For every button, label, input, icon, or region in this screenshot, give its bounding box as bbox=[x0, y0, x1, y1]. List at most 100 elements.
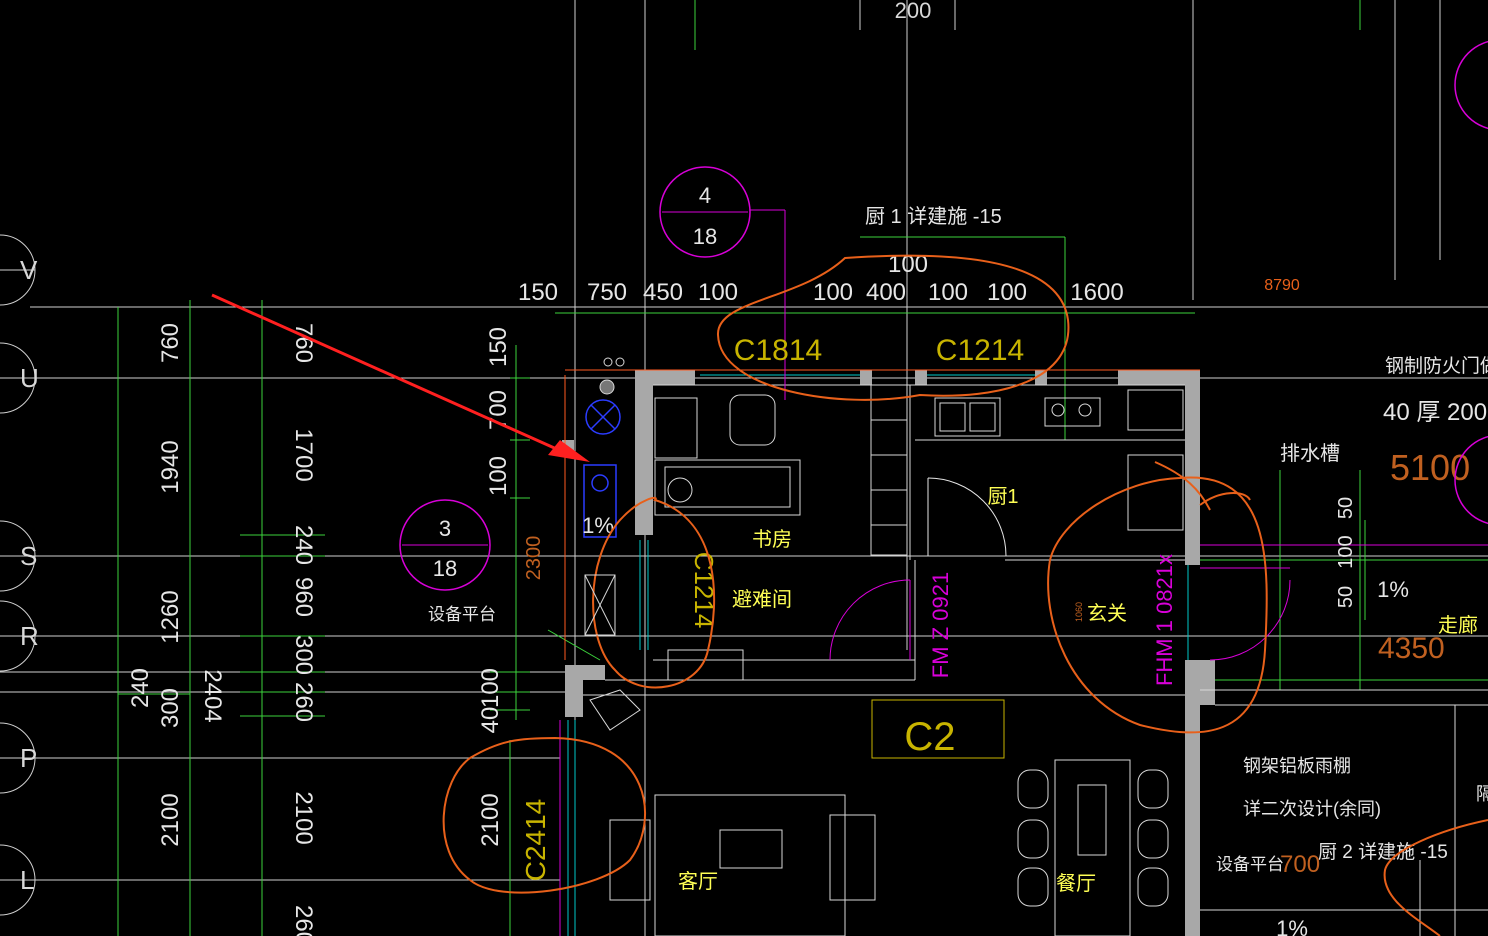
dim-750: 750 bbox=[587, 279, 627, 306]
top-dimension-texts: 150 750 450 100 100 400 100 100 1600 100 bbox=[518, 251, 1124, 306]
ldim-1940: 1940 bbox=[157, 440, 184, 493]
bdim-260b: 260 bbox=[290, 905, 317, 936]
kitchen1-detail-note: 厨 1 详建施 -15 bbox=[865, 205, 1002, 228]
grid-axis-label: P bbox=[20, 743, 37, 773]
bdim-1700: 1700 bbox=[290, 428, 317, 481]
slope-3: 1% bbox=[1276, 916, 1308, 936]
mdim-40: 40 bbox=[477, 707, 504, 734]
dim-100d: 100 bbox=[987, 279, 1027, 306]
window-c1214-top: C1214 bbox=[936, 334, 1024, 367]
dim-150: 150 bbox=[518, 279, 558, 306]
grid-axis-bubble-l: L bbox=[0, 844, 36, 916]
room-equip2: 设备平台 bbox=[1216, 855, 1284, 874]
entry-dim: 1060 bbox=[1074, 602, 1084, 622]
callout-sheet: 18 bbox=[693, 224, 717, 249]
bdim-260: 260 bbox=[290, 682, 317, 722]
slope-2: 1% bbox=[1377, 577, 1409, 602]
grid-axis-label: R bbox=[20, 621, 39, 651]
firedoor-note: 钢制防火门做至板底 bbox=[1385, 355, 1488, 377]
dim-100a: 100 bbox=[698, 279, 738, 306]
ldim-300: 300 bbox=[157, 688, 184, 728]
dim-100c: 100 bbox=[928, 279, 968, 306]
dim-700: 700 bbox=[1280, 851, 1320, 878]
canopy-note: 钢架铝板雨棚 bbox=[1243, 756, 1351, 776]
mdim-150: 150 bbox=[485, 327, 512, 367]
callout-number: 4 bbox=[699, 183, 711, 208]
bdim-760: 760 bbox=[290, 323, 317, 363]
mid-dims: 150 700 100 2300 100 40 2100 bbox=[477, 327, 545, 847]
bdim-960: 960 bbox=[290, 577, 317, 617]
callout-number: 3 bbox=[439, 516, 451, 541]
grid-axis-label: S bbox=[20, 541, 37, 571]
room-labels: 书房 避难间 厨1 玄关 客厅 餐厅 走廊 设备平台 设备平台 bbox=[428, 486, 1478, 895]
grid-axis-label: L bbox=[20, 865, 34, 895]
slope-labels: 1% 1% 1% bbox=[582, 513, 1409, 936]
room-kitchen1: 厨1 bbox=[987, 486, 1018, 508]
mdim-2300: 2300 bbox=[523, 536, 545, 581]
room-corridor: 走廊 bbox=[1438, 614, 1478, 637]
bdim-2100: 2100 bbox=[290, 791, 317, 844]
grid-axis-label: V bbox=[20, 255, 38, 285]
room-dining: 餐厅 bbox=[1056, 872, 1096, 895]
ldim-240: 240 bbox=[127, 668, 154, 708]
dim-8790: 8790 bbox=[1264, 277, 1300, 294]
grid-axis-bubble-u: U bbox=[0, 342, 39, 414]
grid-axis-bubbles: V U S R P L bbox=[0, 234, 39, 916]
room-living: 客厅 bbox=[678, 870, 718, 893]
ldim-2100: 2100 bbox=[157, 793, 184, 846]
right-annotations: 排水槽 8790 钢制防火门做至板底 40 厚 200 高 5100 4350 … bbox=[1074, 277, 1488, 878]
dim-100r: 100 bbox=[1335, 535, 1357, 568]
dim-1600: 1600 bbox=[1070, 279, 1123, 306]
thickness-note: 40 厚 200 高 bbox=[1383, 399, 1488, 426]
dim-5100: 5100 bbox=[1390, 447, 1470, 488]
door-fm-label: FM Z 0921 bbox=[928, 572, 953, 678]
top-dimension-label: 200 bbox=[895, 0, 932, 23]
bdim-300: 300 bbox=[290, 635, 317, 675]
grid-axis-bubble-v: V bbox=[0, 234, 38, 306]
callout-sheet: 18 bbox=[433, 556, 457, 581]
mdim-100: 100 bbox=[485, 456, 512, 496]
detail-callout-4-18: 4 18 bbox=[659, 166, 751, 258]
ldim-1260: 1260 bbox=[157, 590, 184, 643]
study-fixtures bbox=[584, 357, 693, 636]
grid-axis-bubble-r: R bbox=[0, 600, 39, 672]
ldim-760: 760 bbox=[157, 323, 184, 363]
dim-100b: 100 bbox=[813, 279, 853, 306]
room-study: 书房 bbox=[752, 528, 792, 551]
right-edge-circles bbox=[1454, 40, 1488, 525]
walls bbox=[562, 370, 1215, 936]
room-refuge: 避难间 bbox=[732, 588, 792, 611]
grid-axis-label: U bbox=[20, 363, 39, 393]
accent-lines bbox=[559, 209, 1488, 936]
kitchen2-detail-note: 厨 2 详建施 -15 bbox=[1318, 841, 1448, 863]
cdim-2404: 2404 bbox=[199, 669, 226, 722]
room-entry: 玄关 bbox=[1087, 602, 1127, 625]
slope-1: 1% bbox=[582, 513, 614, 538]
detail-callout-3-18: 3 18 bbox=[399, 499, 491, 591]
drain-label: 排水槽 bbox=[1280, 442, 1340, 465]
room-equip: 设备平台 bbox=[428, 605, 496, 624]
window-c1814: C1814 bbox=[734, 334, 822, 367]
dim-50b: 50 bbox=[1335, 586, 1357, 608]
dining-chairs bbox=[1017, 769, 1169, 907]
dim-4350: 4350 bbox=[1378, 632, 1445, 665]
grid-axis-bubble-s: S bbox=[0, 520, 37, 592]
dim-400: 400 bbox=[866, 279, 906, 306]
partition-label: 隔 bbox=[1476, 784, 1488, 804]
door-swings bbox=[829, 477, 1291, 661]
annotation-arrow bbox=[211, 293, 590, 462]
mdim-100b: 100 bbox=[477, 668, 504, 708]
markup-loops bbox=[442, 254, 1488, 936]
equipment-blue bbox=[583, 399, 621, 538]
left-dims: 760 1940 1260 2100 240 300 760 1700 240 … bbox=[127, 323, 317, 936]
door-fhm-label: FHM 1 0821x bbox=[1152, 554, 1177, 686]
window-c2414: C2414 bbox=[520, 799, 551, 882]
dim-450: 450 bbox=[643, 279, 683, 306]
interior-lines bbox=[583, 384, 1488, 936]
second-design-note: 详二次设计(余同) bbox=[1243, 799, 1381, 819]
mdim-2100: 2100 bbox=[477, 793, 504, 846]
dimension-lines bbox=[117, 0, 1488, 936]
bdim-240: 240 bbox=[290, 525, 317, 565]
